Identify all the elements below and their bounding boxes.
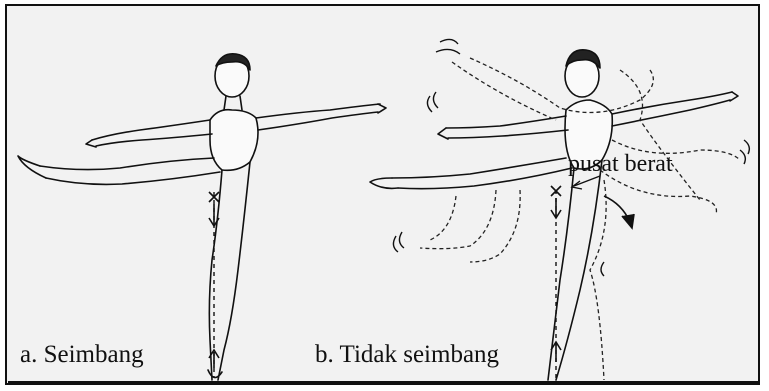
caption-balanced: a. Seimbang — [20, 342, 144, 367]
dancer-balanced-figure — [18, 54, 386, 380]
caption-unbalanced: b. Tidak seimbang — [315, 342, 499, 367]
fall-direction-arrow — [604, 196, 634, 228]
center-of-gravity-label: pusat berat — [568, 152, 673, 176]
